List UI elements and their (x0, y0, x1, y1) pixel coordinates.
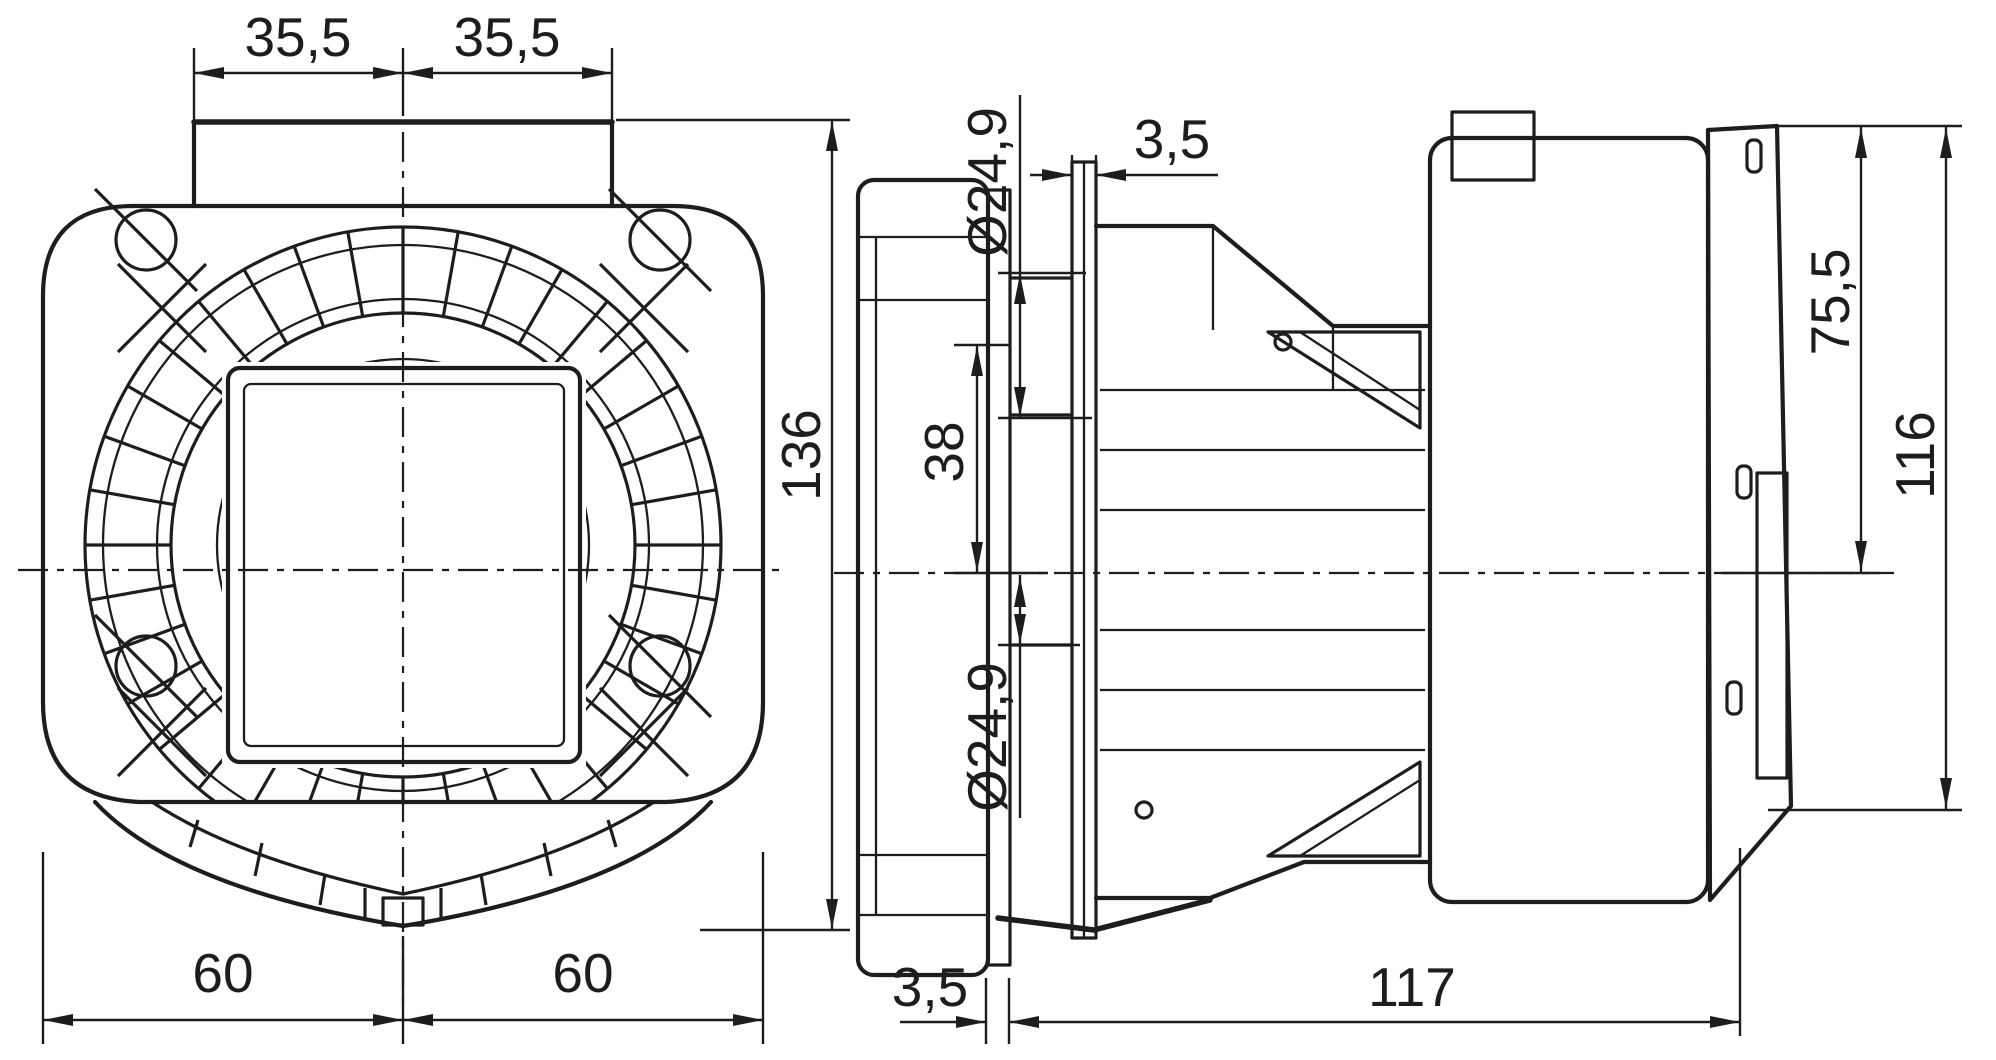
dim-label-length: 117 (1368, 956, 1456, 1018)
cover-clamp (1755, 471, 1789, 780)
volute-block (855, 177, 991, 978)
cross-marks (116, 262, 690, 778)
dim-front-port-spacing: 35,5 35,5 (192, 6, 614, 120)
dim-side-port-offset: 38 (913, 343, 1048, 575)
screw-head-top (1273, 332, 1293, 352)
dim-side-pipe-dia-top: Ø24,9 (956, 95, 1092, 420)
screw-symbol-top-right (607, 187, 713, 293)
dim-side-total-height: 116 (1768, 126, 1962, 812)
motor-underside (995, 897, 1213, 933)
dim-side-plate-bottom-and-length: 3,5 117 (892, 848, 1742, 1044)
dim-label-plate-bottom: 3,5 (892, 956, 968, 1018)
cover-slot-bottom (1725, 680, 1743, 716)
dim-label-axis-height: 75,5 (1799, 248, 1861, 355)
dim-side-pipe-dia-bottom: Ø24,9 (956, 575, 1080, 818)
dim-label-total-height: 116 (1884, 411, 1946, 499)
screw-symbol-top-left (93, 187, 199, 293)
dim-label-base-right: 60 (552, 942, 613, 1004)
dim-label-pipe-dia-top: Ø24,9 (956, 107, 1018, 257)
dim-label-port-left: 35,5 (244, 6, 351, 68)
dim-label-base-left: 60 (192, 942, 253, 1004)
dim-label-plate-top: 3,5 (1134, 108, 1210, 170)
front-view (18, 119, 782, 1004)
terminal-box-cover (1705, 123, 1794, 903)
dim-front-height: 136 (616, 118, 850, 932)
dim-side-plate-top: 3,5 (1030, 108, 1218, 226)
dim-label-port-offset: 38 (913, 421, 975, 482)
dim-label-port-right: 35,5 (453, 6, 560, 68)
flange-outline (40, 203, 766, 805)
screw-head-bottom (1134, 800, 1154, 820)
screw-symbol-bottom-left (93, 613, 199, 719)
dim-front-base: 60 60 (41, 852, 765, 1044)
screw-symbol-bottom-right (607, 613, 713, 719)
cover-slot-middle (1735, 464, 1753, 500)
dim-label-front-height: 136 (770, 409, 832, 501)
terminal-box (1427, 110, 1794, 905)
dim-side-axis-height: 75,5 (1722, 124, 1962, 575)
dim-label-pipe-dia-bottom: Ø24,9 (956, 662, 1018, 812)
cover-slot-top (1745, 138, 1763, 174)
motor-body (995, 223, 1433, 933)
flange-plate-rear (986, 188, 1012, 967)
terminal-box-tab (1450, 110, 1536, 182)
flange-plate-front (1070, 160, 1098, 940)
